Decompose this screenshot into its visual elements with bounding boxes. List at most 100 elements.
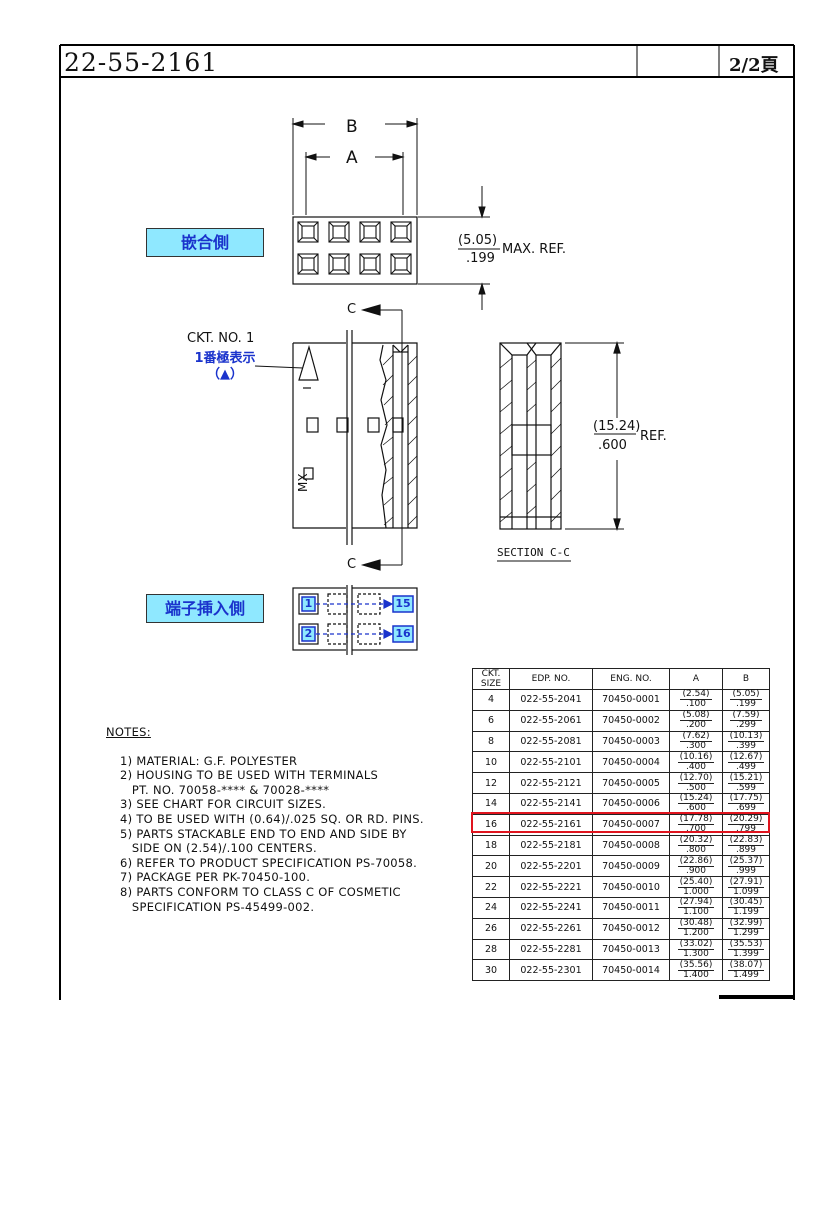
cell-a-in: .900	[685, 865, 707, 876]
cell-eng-no: 70450-0014	[592, 959, 670, 982]
cell-a-in: .500	[685, 782, 707, 793]
cell-a-in: 1.300	[683, 948, 709, 959]
cell-a: (20.32).800	[669, 834, 723, 857]
cell-eng-no: 70450-0009	[592, 855, 670, 878]
pin1-mark-label: 1番極表示	[194, 351, 256, 366]
cell-a: (2.54).100	[669, 689, 723, 711]
cell-b-in: .499	[735, 761, 757, 772]
cell-b-in: .199	[735, 699, 757, 710]
notes-title: NOTES:	[106, 725, 151, 739]
cell-b-mm: (7.59)	[730, 710, 762, 722]
cell-ckt-size: 26	[472, 917, 510, 940]
cell-edp-no: 022-55-2221	[509, 876, 593, 898]
cell-ckt-size: 28	[472, 938, 510, 961]
cell-b-in: .699	[735, 803, 757, 814]
cell-edp-no: 022-55-2201	[509, 855, 593, 878]
cell-a: (35.56)1.400	[669, 959, 723, 982]
cell-b-mm: (20.29)	[727, 814, 765, 826]
cell-eng-no: 70450-0001	[592, 689, 670, 711]
cell-b: (35.53)1.399	[722, 938, 770, 961]
cell-a: (12.70).500	[669, 772, 723, 794]
page-indicator: 2/2頁	[729, 55, 779, 76]
cell-a-mm: (2.54)	[680, 689, 712, 701]
cell-ckt-size: 22	[472, 876, 510, 898]
height-dim-in: .199	[466, 251, 495, 266]
cell-edp-no: 022-55-2081	[509, 730, 593, 753]
length-dim-ref: REF.	[640, 429, 667, 444]
height-dim-ref: MAX. REF.	[502, 242, 567, 257]
part-number: 22-55-2161	[64, 48, 219, 77]
cell-edp-no: 022-55-2121	[509, 772, 593, 794]
cell-edp-no: 022-55-2041	[509, 689, 593, 711]
cell-eng-no: 70450-0010	[592, 876, 670, 898]
cell-ckt-size: 10	[472, 751, 510, 774]
cell-a-mm: (5.08)	[680, 710, 712, 722]
col-header-b: B	[722, 668, 770, 690]
cell-b-mm: (5.05)	[730, 689, 762, 701]
cell-b-in: 1.499	[733, 969, 759, 980]
cell-b: (32.99)1.299	[722, 917, 770, 940]
cell-b-in: .899	[735, 844, 757, 855]
col-header-eng-no: ENG. NO.	[592, 668, 670, 690]
notes-block: NOTES: 1) MATERIAL: G.F. POLYESTER 2) HO…	[106, 725, 424, 914]
cell-a-mm: (35.56)	[677, 959, 715, 971]
cell-a-mm: (17.78)	[677, 814, 715, 826]
terminal-insert-side-label: 端子挿入側	[146, 594, 264, 623]
cell-b-mm: (25.37)	[727, 855, 765, 867]
cell-a-mm: (15.24)	[677, 793, 715, 805]
cell-b-in: 1.099	[733, 886, 759, 897]
cell-a: (30.48)1.200	[669, 917, 723, 940]
cell-eng-no: 70450-0011	[592, 896, 670, 919]
cell-b: (38.07)1.499	[722, 959, 770, 982]
cell-eng-no: 70450-0003	[592, 730, 670, 753]
cell-b-mm: (32.99)	[727, 918, 765, 930]
cell-b-mm: (35.53)	[727, 938, 765, 950]
position-16-label: 16	[395, 627, 411, 640]
cell-b-mm: (17.75)	[727, 793, 765, 805]
cell-eng-no: 70450-0004	[592, 751, 670, 774]
cell-b-in: .999	[735, 865, 757, 876]
highlighted-row-frame	[471, 812, 770, 833]
cell-ckt-size: 18	[472, 834, 510, 857]
cell-ckt-size: 20	[472, 855, 510, 878]
cell-a-in: 1.000	[683, 886, 709, 897]
col-header-ckt-size: CKT. SIZE	[472, 668, 510, 690]
cell-ckt-size: 24	[472, 896, 510, 919]
cell-a-mm: (20.32)	[677, 834, 715, 846]
cell-a-mm: (7.62)	[680, 730, 712, 742]
length-dim-mm: (15.24)	[593, 419, 641, 434]
cell-b-mm: (22.83)	[727, 834, 765, 846]
cell-ckt-size: 30	[472, 959, 510, 982]
cell-a-mm: (33.02)	[677, 938, 715, 950]
note-item: 8) PARTS CONFORM TO CLASS C OF COSMETIC …	[120, 884, 401, 914]
cell-eng-no: 70450-0008	[592, 834, 670, 857]
cell-a-in: 1.400	[683, 969, 709, 980]
cell-a: (33.02)1.300	[669, 938, 723, 961]
cell-a-in: .700	[685, 824, 707, 835]
cell-b-mm: (12.67)	[727, 751, 765, 763]
cell-a-mm: (27.94)	[677, 897, 715, 909]
note-item: 7) PACKAGE PER PK-70450-100.	[120, 870, 311, 885]
cell-b: (5.05).199	[722, 689, 770, 711]
cell-b: (30.45)1.199	[722, 896, 770, 919]
dim-b-label: B	[346, 117, 358, 137]
table-header-row: CKT. SIZE EDP. NO. ENG. NO. A B	[472, 668, 770, 690]
cell-a: (10.16).400	[669, 751, 723, 774]
cell-b: (7.59).299	[722, 709, 770, 732]
cell-a: (5.08).200	[669, 709, 723, 732]
cell-ckt-size: 4	[472, 689, 510, 711]
position-1-label: 1	[304, 597, 313, 610]
cell-a-in: 1.200	[683, 928, 709, 939]
cell-b-in: .599	[735, 782, 757, 793]
cell-b-in: .299	[735, 720, 757, 731]
cell-edp-no: 022-55-2181	[509, 834, 593, 857]
